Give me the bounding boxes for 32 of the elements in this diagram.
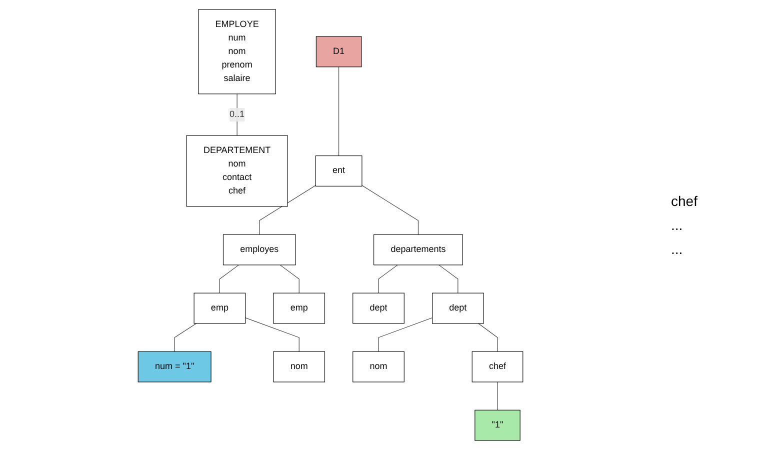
node-box: emp bbox=[273, 292, 326, 324]
node-box: D1 bbox=[316, 36, 362, 68]
note-text: ... bbox=[671, 241, 684, 257]
connector bbox=[236, 94, 238, 136]
connector bbox=[497, 382, 498, 410]
connector bbox=[280, 264, 300, 294]
connector bbox=[338, 66, 340, 156]
connector bbox=[378, 317, 433, 352]
node-box: nom bbox=[273, 351, 326, 382]
connector bbox=[259, 185, 316, 235]
node-box: employes bbox=[222, 234, 296, 266]
connector bbox=[438, 264, 458, 294]
node-box: DEPARTEMENT nom contact chef bbox=[186, 135, 288, 207]
note-text: chef bbox=[671, 193, 698, 209]
node-box: nom bbox=[352, 351, 404, 382]
note-text: ... bbox=[671, 217, 684, 233]
connector bbox=[219, 264, 240, 294]
connector bbox=[174, 323, 197, 352]
node-box: emp bbox=[194, 292, 246, 324]
node-box: EMPLOYE num nom prenom salaire bbox=[198, 9, 276, 94]
connector bbox=[245, 317, 300, 352]
connector bbox=[478, 323, 498, 352]
node-box: departements bbox=[374, 234, 463, 266]
node-box: "1" bbox=[474, 410, 520, 441]
node-box: dept bbox=[352, 292, 404, 324]
node-box: ent bbox=[315, 156, 362, 186]
connector bbox=[378, 264, 398, 294]
edge-label: 0..1 bbox=[230, 110, 245, 120]
connector bbox=[362, 185, 418, 235]
node-box: dept bbox=[432, 292, 484, 324]
node-box: chef bbox=[472, 351, 524, 382]
node-box: num = "1" bbox=[138, 351, 212, 382]
